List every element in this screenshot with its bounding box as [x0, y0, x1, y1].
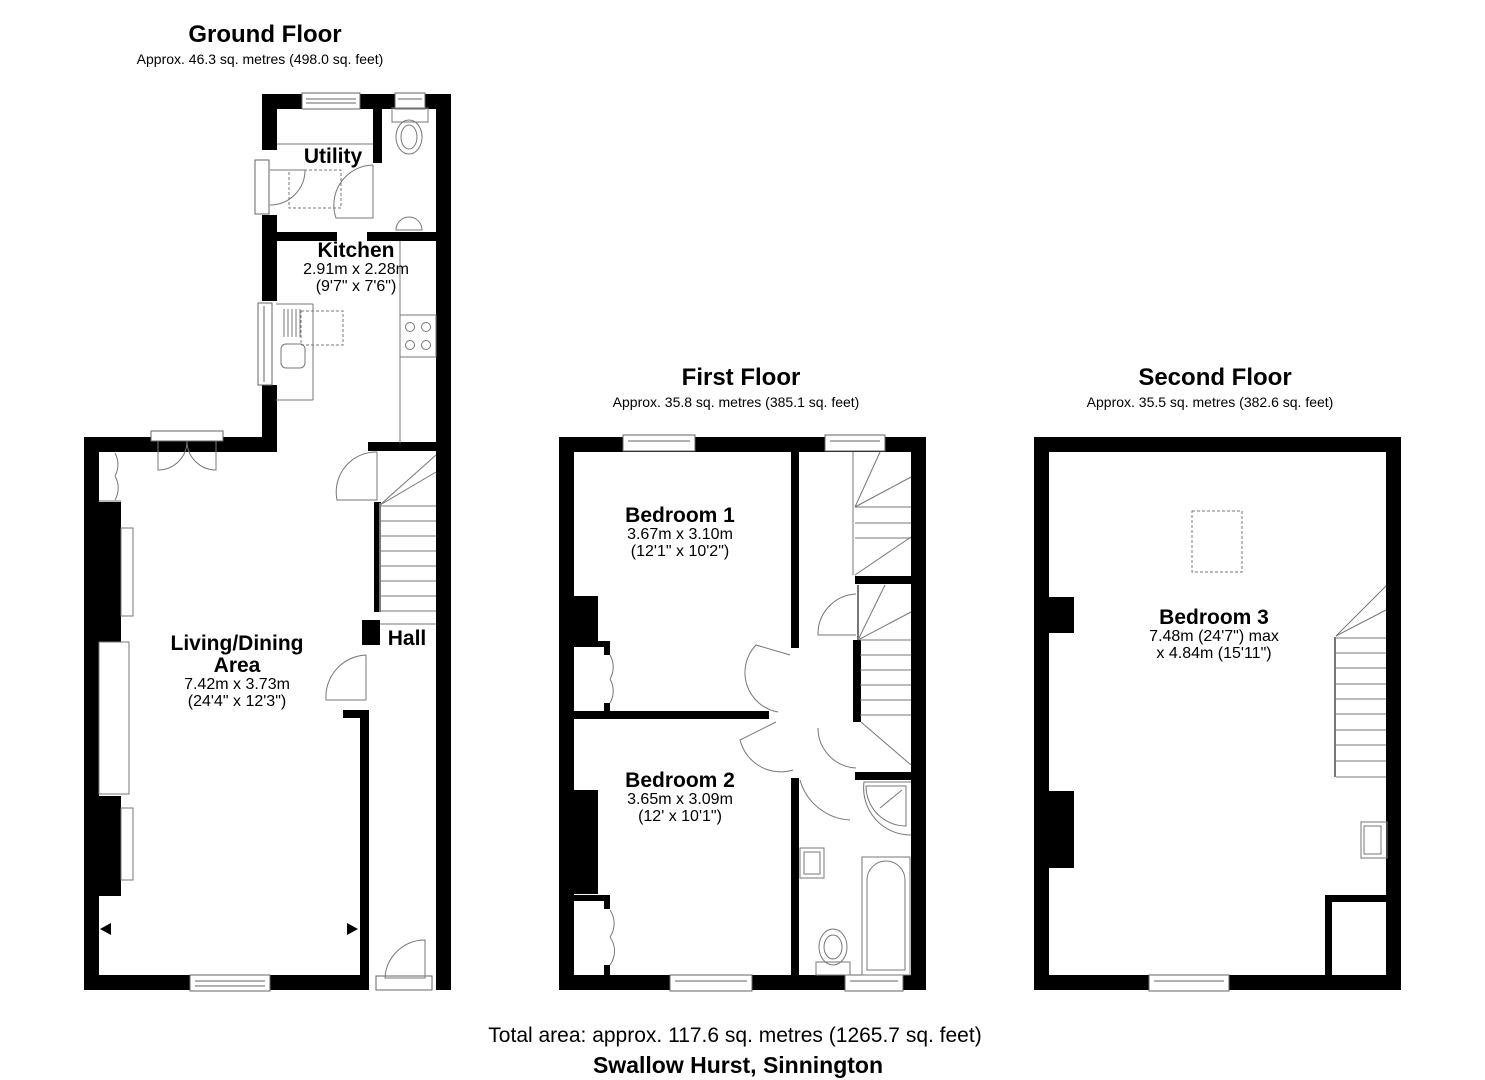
shower-tray-icon [863, 781, 912, 836]
room-kitchen: Kitchen 2.91m x 2.28m (9'7" x 7'6") [303, 239, 409, 296]
first-floor-plan [559, 434, 926, 992]
first-floor-title: First Floor [681, 364, 801, 391]
door-swing-icon [799, 779, 851, 821]
basin-icon [799, 847, 825, 879]
room-utility: Utility [303, 145, 363, 168]
room-dimension-imperial: (12' x 10'1") [638, 807, 722, 825]
sink-icon [280, 343, 306, 369]
room-hall: Hall [387, 627, 427, 650]
wardrobe-door-icon [609, 909, 615, 938]
room-dimension-metric: 2.91m x 2.28m [303, 261, 409, 279]
staircase-icon [1334, 585, 1387, 778]
drainer-icon [283, 309, 301, 337]
room-dimension-imperial: (12'1" x 10'2") [630, 542, 730, 560]
skylight-icon [1191, 510, 1243, 573]
ground-floor-title: Ground Floor [188, 21, 342, 48]
room-name: Bedroom 1 [625, 504, 735, 527]
room-living-dining: Living/Dining Area 7.42m x 3.73m (24'4" … [170, 632, 304, 711]
room-name: Bedroom 2 [625, 769, 735, 792]
cistern-icon [391, 107, 429, 123]
first-floor-fixtures [609, 451, 912, 976]
room-dimension-imperial: (24'4" x 12'3") [187, 692, 287, 710]
second-floor-area: Approx. 35.5 sq. metres (382.6 sq. feet) [1086, 394, 1334, 410]
room-dimension-metric: 7.42m x 3.73m [184, 676, 290, 694]
room-dimension-metric: 3.67m x 3.10m [627, 526, 733, 544]
room-name: Hall [387, 627, 427, 650]
room-dimension-metric: 3.65m x 3.09m [627, 791, 733, 809]
cupboard-door-icon [114, 452, 119, 477]
staircase-icon [852, 451, 912, 766]
ground-floor-area: Approx. 46.3 sq. metres (498.0 sq. feet) [136, 51, 384, 67]
room-dimension-line1: 7.48m (24'7") max [1149, 628, 1279, 646]
room-name: Kitchen [317, 239, 395, 262]
room-name-line1: Living/Dining [170, 632, 304, 655]
appliance-space-icon [288, 169, 342, 209]
door-swing-icon [739, 721, 794, 773]
second-floor-title: Second Floor [1138, 364, 1292, 391]
level-arrow-icon [100, 923, 111, 935]
ground-floor-windows [150, 92, 433, 992]
hob-icon [399, 314, 437, 358]
door-swing-icon [325, 654, 367, 701]
room-bedroom-3: Bedroom 3 7.48m (24'7") max x 4.84m (15'… [1149, 606, 1279, 663]
door-swing-icon [744, 644, 791, 713]
ground-floor-plan [84, 92, 451, 992]
second-floor-fixtures [1191, 510, 1388, 859]
room-dimension-line2: x 4.84m (15'11") [1156, 644, 1272, 662]
level-arrow-icon [347, 923, 358, 935]
staircase-icon [379, 454, 437, 625]
first-floor-walls [559, 437, 926, 990]
wardrobe-door-icon [609, 654, 614, 680]
toilet-cistern-icon [815, 961, 851, 976]
basin-icon [1360, 821, 1388, 859]
second-floor-plan [1034, 437, 1401, 992]
door-swing-icon [335, 451, 378, 501]
room-bedroom-1: Bedroom 1 3.67m x 3.10m (12'1" x 10'2") [625, 504, 735, 561]
room-bedroom-2: Bedroom 2 3.65m x 3.09m (12' x 10'1") [625, 769, 735, 826]
room-name: Bedroom 3 [1159, 606, 1269, 629]
basin-icon [395, 216, 423, 231]
room-dimension-imperial: (9'7" x 7'6") [315, 277, 397, 295]
ground-floor-fixtures [98, 107, 437, 979]
bath-icon [861, 856, 911, 976]
room-name-line2: Area [213, 654, 261, 678]
door-swing-icon [333, 164, 374, 219]
property-name: Swallow Hurst, Sinnington [592, 1052, 884, 1078]
first-floor-windows [622, 434, 904, 992]
door-swing-icon [269, 169, 306, 206]
door-swing-icon [817, 727, 857, 769]
toilet-icon [395, 119, 423, 155]
ground-floor-walls [84, 94, 451, 990]
toilet-icon [818, 928, 848, 966]
french-door-icon [157, 440, 188, 471]
second-floor-windows [1148, 974, 1230, 992]
room-name: Utility [303, 145, 363, 168]
door-swing-icon [817, 593, 857, 636]
first-floor-area: Approx. 35.8 sq. metres (385.1 sq. feet) [612, 394, 860, 410]
front-door-icon [384, 939, 426, 979]
total-area: Total area: approx. 117.6 sq. metres (12… [488, 1024, 982, 1047]
